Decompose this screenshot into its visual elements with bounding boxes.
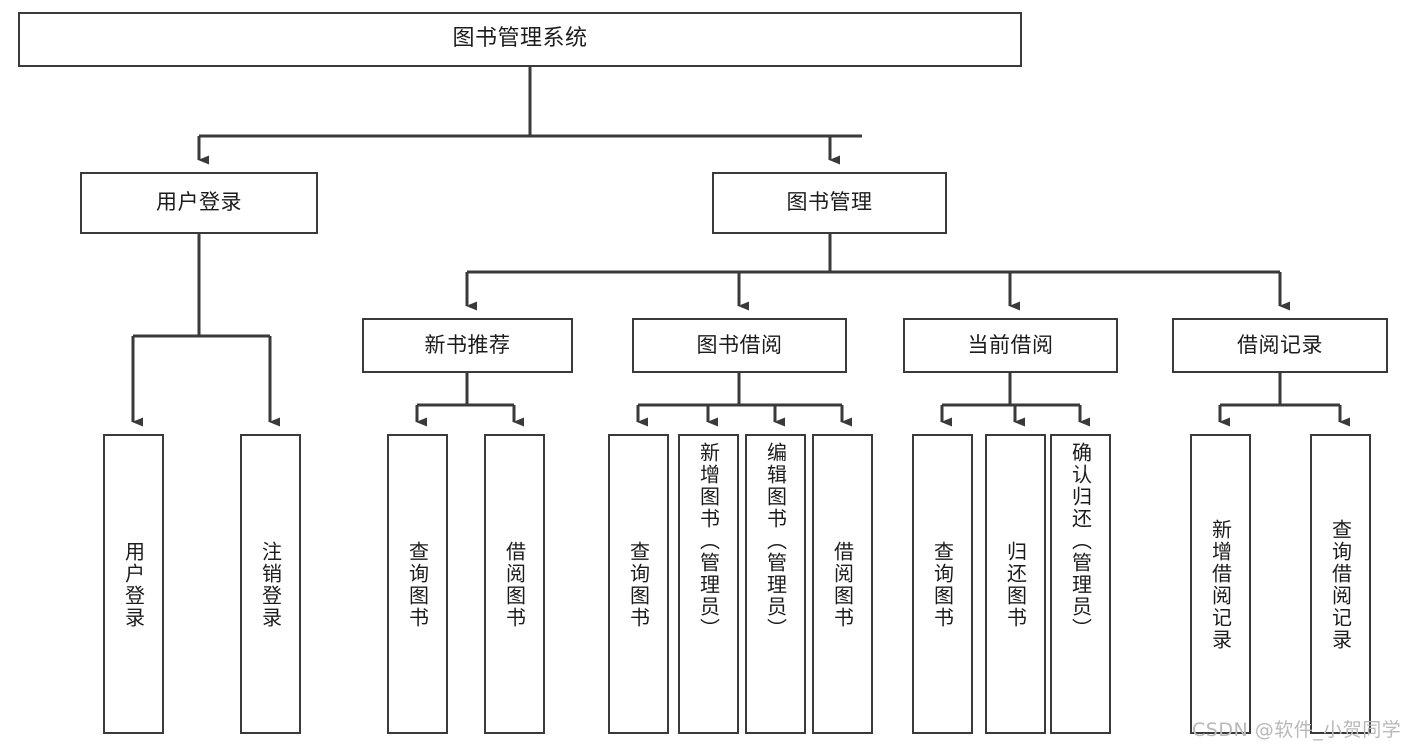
leaf-body: 注销登录 — [242, 438, 299, 732]
node-label: 注销登录 — [258, 541, 283, 629]
leaf-body: 编辑图书（管理员） — [747, 438, 804, 736]
watermark-text: CSDN @软件_小贺同学 — [1192, 719, 1402, 741]
node-label: 查询图书 — [405, 541, 430, 629]
leaf-body: 借阅图书 — [486, 438, 543, 732]
csdn-watermark: CSDN @软件_小贺同学 — [1192, 715, 1401, 742]
node-label: 查询图书 — [626, 541, 651, 629]
node-label: 借阅图书 — [830, 541, 855, 629]
leaf-body: 确认归还（管理员） — [1052, 438, 1109, 736]
leaf-query-book-3[interactable]: 查询图书 — [912, 434, 973, 734]
node-label: 新增借阅记录 — [1208, 519, 1233, 651]
leaf-body: 查询图书 — [389, 438, 446, 732]
leaf-body: 查询图书 — [914, 438, 971, 732]
leaf-body: 用户登录 — [105, 438, 162, 732]
node-book-manage[interactable]: 图书管理 — [712, 172, 947, 234]
node-book-borrow[interactable]: 图书借阅 — [632, 318, 847, 373]
node-label: 用户登录 — [121, 541, 146, 629]
leaf-body: 查询借阅记录 — [1312, 438, 1369, 732]
leaf-query-book-2[interactable]: 查询图书 — [608, 434, 669, 734]
leaf-borrow-book-2[interactable]: 借阅图书 — [812, 434, 873, 734]
node-new-book-recommend[interactable]: 新书推荐 — [362, 318, 573, 373]
node-label: 图书管理系统 — [452, 26, 588, 52]
leaf-confirm-return[interactable]: 确认归还（管理员） — [1050, 434, 1111, 734]
node-current-borrow[interactable]: 当前借阅 — [903, 318, 1118, 373]
leaf-add-book[interactable]: 新增图书（管理员） — [678, 434, 739, 734]
leaf-edit-book[interactable]: 编辑图书（管理员） — [745, 434, 806, 734]
node-label: 查询图书 — [930, 541, 955, 629]
node-user-login[interactable]: 用户登录 — [80, 172, 318, 234]
node-borrow-record[interactable]: 借阅记录 — [1172, 318, 1388, 373]
node-label: 当前借阅 — [967, 332, 1054, 357]
node-label: 确认归还（管理员） — [1068, 442, 1093, 640]
leaf-body: 新增图书（管理员） — [680, 438, 737, 736]
node-label: 借阅图书 — [502, 541, 527, 629]
node-label: 图书借阅 — [696, 332, 783, 357]
leaf-body: 新增借阅记录 — [1192, 438, 1249, 732]
leaf-add-record[interactable]: 新增借阅记录 — [1190, 434, 1251, 734]
leaf-borrow-book-1[interactable]: 借阅图书 — [484, 434, 545, 734]
leaf-user-login[interactable]: 用户登录 — [103, 434, 164, 734]
leaf-logout[interactable]: 注销登录 — [240, 434, 301, 734]
leaf-body: 归还图书 — [987, 438, 1044, 732]
node-label: 新书推荐 — [424, 332, 511, 357]
node-label: 用户登录 — [156, 190, 242, 215]
node-label: 新增图书（管理员） — [696, 442, 721, 640]
node-root-system[interactable]: 图书管理系统 — [18, 12, 1022, 67]
leaf-query-record[interactable]: 查询借阅记录 — [1310, 434, 1371, 734]
node-label: 归还图书 — [1003, 541, 1028, 629]
node-label: 编辑图书（管理员） — [763, 442, 788, 640]
leaf-body: 查询图书 — [610, 438, 667, 732]
node-label: 查询借阅记录 — [1328, 519, 1353, 651]
leaf-body: 借阅图书 — [814, 438, 871, 732]
node-label: 借阅记录 — [1237, 332, 1323, 357]
leaf-return-book[interactable]: 归还图书 — [985, 434, 1046, 734]
leaf-query-book-1[interactable]: 查询图书 — [387, 434, 448, 734]
node-label: 图书管理 — [786, 190, 873, 215]
